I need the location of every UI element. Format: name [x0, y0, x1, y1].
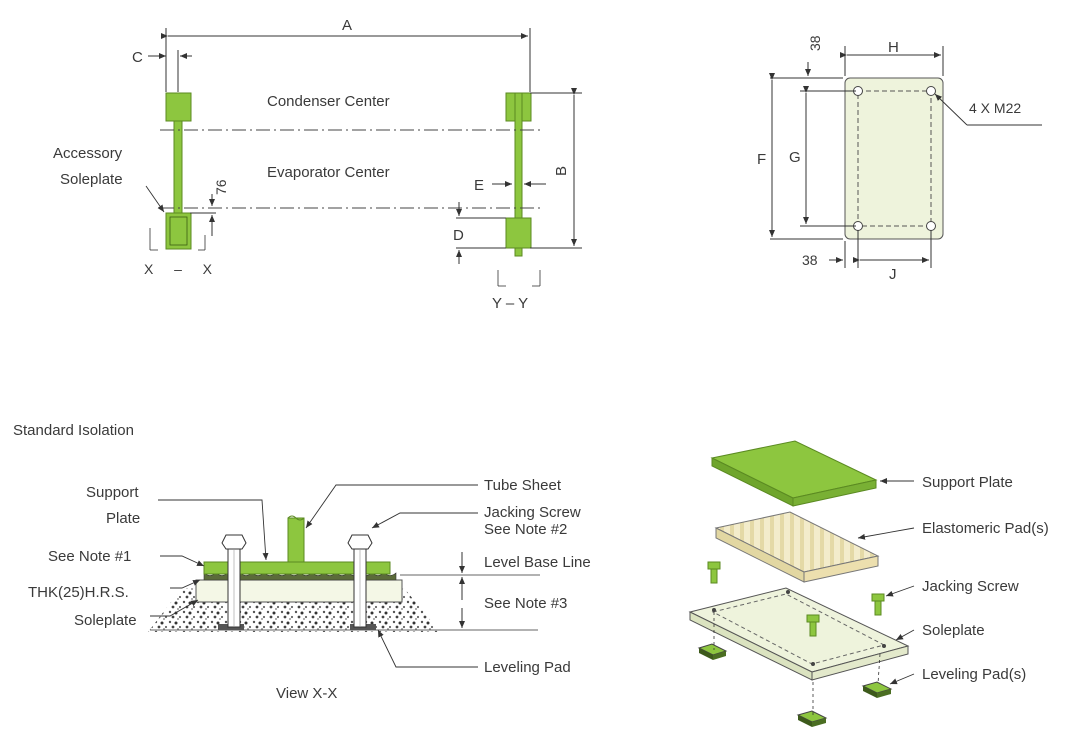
exploded-jacking-screw — [871, 593, 885, 616]
support-plate-label-1: Support — [86, 484, 139, 501]
exploded-leveling-pad — [697, 643, 728, 660]
jacking-screw-left — [221, 534, 247, 628]
dim-38-top-label: 38 — [807, 35, 823, 51]
dim-g-label: G — [789, 149, 801, 166]
tube-sheet-section — [287, 517, 305, 563]
soleplate-section — [195, 579, 403, 603]
exploded-leveling-pad — [796, 710, 828, 727]
soleplate-plan — [844, 77, 944, 240]
dim-d-label: D — [453, 227, 464, 244]
leveling-pad-leader — [889, 673, 915, 685]
see-note-1-label: See Note #1 — [48, 548, 131, 565]
dim-a-label: A — [342, 17, 352, 34]
exploded-jacking-screw — [707, 561, 721, 584]
soleplate-plan-view: H 38 F G 38 J 4 X M22 — [757, 35, 1042, 283]
jacking-screw-label-1: Jacking Screw — [484, 504, 581, 521]
accessory-leader — [145, 185, 165, 213]
exploded-support-plate — [710, 440, 878, 507]
support-plate-leader — [158, 499, 269, 561]
dim-38-bottom-label: 38 — [802, 252, 818, 268]
exploded-leveling-pads-label: Leveling Pad(s) — [922, 666, 1026, 683]
exploded-isometric-view: Support Plate Elastomeric Pad(s) Jacking… — [688, 440, 1049, 727]
exploded-leveling-pad — [861, 681, 893, 698]
elevation-view: A C Condenser Center Evaporator Center B… — [53, 17, 582, 312]
bolt-leader — [934, 93, 968, 126]
left-tube-sheet-web — [173, 120, 183, 214]
leveling-pad-leader — [377, 629, 478, 668]
thk-label: THK(25)H.R.S. — [28, 584, 129, 601]
dim-h-label: H — [888, 39, 899, 56]
bolt-pattern-outline — [857, 90, 932, 227]
exploded-jacking-screw — [806, 614, 820, 637]
dim-c-label: C — [132, 49, 143, 66]
isolation-section-view: Standard Isolation — [13, 422, 591, 702]
dim-j-label: J — [889, 266, 897, 283]
exploded-jacking-screw-label: Jacking Screw — [922, 578, 1019, 595]
condenser-center-label: Condenser Center — [267, 93, 390, 110]
right-tube-sheet-web — [514, 92, 523, 224]
left-tube-sheet-top — [165, 92, 192, 122]
jacking-screw-right — [347, 534, 373, 628]
jacking-screw-leader — [885, 585, 915, 597]
exploded-elastomeric-pad — [714, 511, 880, 583]
support-plate-label-2: Plate — [106, 510, 140, 527]
dim-f-label: F — [757, 151, 766, 168]
soleplate-leader — [895, 629, 915, 641]
leveling-pad-label: Leveling Pad — [484, 659, 571, 676]
bolt-hole — [926, 221, 936, 231]
evaporator-center-label: Evaporator Center — [267, 164, 390, 181]
accessory-label-line1: Accessory — [53, 145, 123, 162]
dim-b-label: B — [553, 166, 570, 176]
exploded-soleplate-label: Soleplate — [922, 622, 985, 639]
elastomeric-leader — [857, 527, 915, 540]
assembly-guide — [877, 653, 881, 685]
view-xx-label: View X-X — [276, 685, 337, 702]
accessory-soleplate-outline — [169, 216, 188, 246]
dim-e-label: E — [474, 177, 484, 194]
exploded-soleplate — [688, 587, 910, 681]
right-tube-sheet-foot — [505, 217, 532, 249]
soleplate-leader — [150, 599, 199, 617]
section-xx-label: X – X — [144, 261, 213, 277]
soleplate-section-label: Soleplate — [74, 612, 137, 629]
exploded-elastomeric-label: Elastomeric Pad(s) — [922, 520, 1049, 537]
isolation-title: Standard Isolation — [13, 422, 134, 439]
bolt-callout-label: 4 X M22 — [969, 100, 1021, 116]
exploded-support-plate-label: Support Plate — [922, 474, 1013, 491]
see-note-3-label: See Note #3 — [484, 595, 567, 612]
accessory-label-line2: Soleplate — [60, 171, 123, 188]
jacking-screw-label-2: See Note #2 — [484, 521, 567, 538]
note1-leader — [160, 555, 205, 567]
bolt-hole — [926, 86, 936, 96]
right-tube-sheet-stub — [514, 247, 523, 257]
jacking-screw-leader — [371, 512, 478, 529]
level-base-line-label: Level Base Line — [484, 554, 591, 571]
tube-sheet-label: Tube Sheet — [484, 477, 562, 494]
dim-76-label: 76 — [213, 179, 229, 195]
tube-sheet-leader — [305, 484, 478, 529]
tube-sheet-break — [287, 515, 305, 521]
section-yy-label: Y – Y — [492, 295, 528, 312]
thk-leader — [170, 579, 201, 589]
